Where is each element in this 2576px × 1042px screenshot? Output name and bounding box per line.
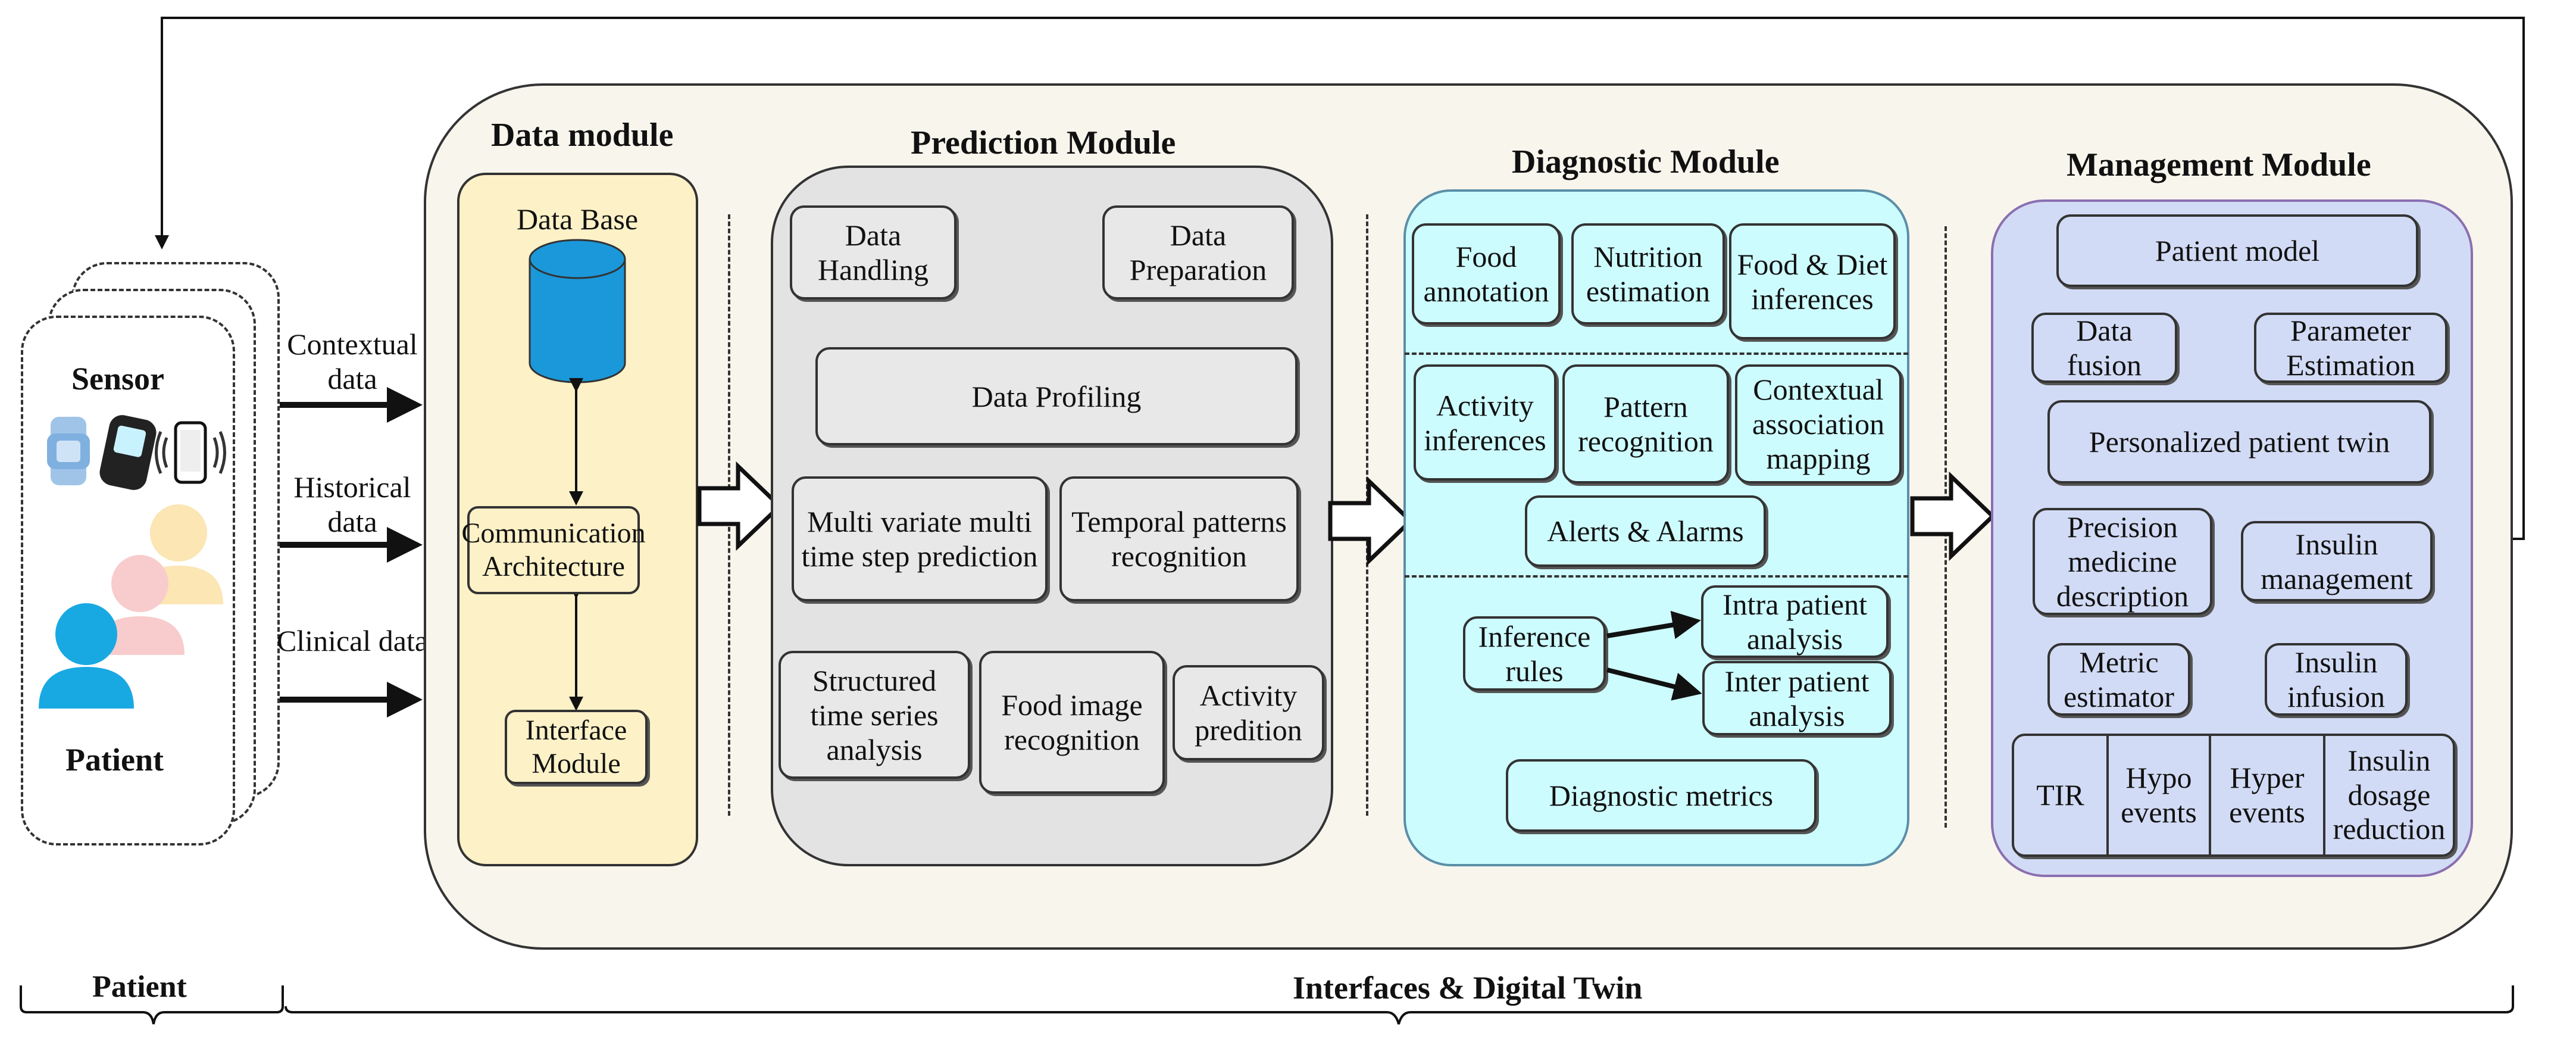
diagnostic-metrics-box: Diagnostic metrics: [1506, 759, 1817, 832]
glucose-meter-icon: [99, 415, 157, 490]
communication-architecture-box: Communication Architecture: [461, 506, 646, 594]
metric-estimator-box: Metric estimator: [2047, 643, 2190, 716]
contextual-data-label: Contextual data: [287, 327, 418, 395]
inference-rules-box: Inference rules: [1463, 616, 1606, 691]
database-icon: [529, 239, 626, 383]
patient-label: Patient: [65, 742, 164, 778]
activity-prediction-box: Activity predition: [1173, 665, 1324, 760]
insulin-dosage-reduction-cell: Insulin dosage reduction: [2333, 744, 2446, 846]
precision-medicine-box: Precision medicine description: [2033, 508, 2212, 615]
food-diet-inferences-box: Food & Diet inferences: [1729, 223, 1896, 339]
diagnostic-module-title: Diagnostic Module: [1512, 143, 1780, 180]
footer-interfaces-label: Interfaces & Digital Twin: [1293, 970, 1643, 1006]
prediction-module-title: Prediction Module: [911, 124, 1176, 161]
food-image-recognition-box: Food image recognition: [979, 651, 1165, 794]
patient-brace: [20, 985, 284, 1025]
activity-inferences-box: Activity inferences: [1414, 364, 1556, 481]
diagnostic-divider-2: [1405, 575, 1908, 578]
sensor-label: Sensor: [71, 361, 165, 397]
patient-model-box: Patient model: [2056, 214, 2418, 287]
footer-patient-label: Patient: [92, 970, 187, 1004]
interface-module-box: Interface Module: [505, 710, 648, 784]
data-module-title: Data module: [491, 117, 674, 154]
inter-patient-analysis-box: Inter patient analysis: [1702, 661, 1892, 735]
database-label: Data Base: [516, 202, 639, 236]
data-profiling-box: Data Profiling: [815, 347, 1298, 445]
contextual-association-box: Contextual association mapping: [1735, 364, 1902, 483]
insulin-management-box: Insulin management: [2241, 521, 2433, 601]
insulin-infusion-box: Insulin infusion: [2265, 643, 2408, 716]
nutrition-estimation-box: Nutrition estimation: [1571, 223, 1725, 325]
person-icon-middle: [95, 555, 185, 655]
food-annotation-box: Food annotation: [1412, 223, 1561, 325]
data-preparation-box: Data Preparation: [1102, 205, 1294, 300]
intra-patient-analysis-box: Intra patient analysis: [1701, 585, 1889, 658]
multivariate-prediction-box: Multi variate multi time step prediction: [792, 476, 1048, 601]
clinical-data-label: Clinical data: [276, 624, 429, 657]
hollow-arrow-2: [1328, 476, 1414, 566]
structured-time-series-box: Structured time series analysis: [779, 651, 970, 779]
parameter-estimation-box: Parameter Estimation: [2254, 313, 2447, 383]
pattern-recognition-box: Pattern recognition: [1562, 364, 1729, 483]
patients-people-icon: [39, 504, 223, 709]
diagnostic-divider-1: [1405, 352, 1908, 355]
historical-data-label: Historical data: [293, 470, 411, 538]
phone-signal-icon: [155, 421, 226, 484]
data-fusion-box: Data fusion: [2031, 313, 2177, 383]
management-module-title: Management Module: [2067, 146, 2371, 183]
tir-cell: TIR: [2014, 736, 2109, 854]
sensor-devices-icon: [47, 415, 226, 490]
data-handling-box: Data Handling: [790, 205, 956, 300]
personalized-patient-twin-box: Personalized patient twin: [2047, 400, 2431, 483]
interfaces-brace: [285, 985, 2514, 1025]
temporal-patterns-box: Temporal patterns recognition: [1059, 476, 1299, 601]
person-icon-front: [39, 603, 134, 709]
hyper-events-cell: Hyper events: [2211, 736, 2325, 854]
hollow-arrow-1: [697, 461, 783, 551]
metrics-table: TIR Hypo events Hyper events Insulin dos…: [2012, 734, 2455, 857]
hypo-events-cell: Hypo events: [2109, 736, 2211, 854]
hollow-arrow-3: [1910, 472, 1996, 561]
alerts-alarms-box: Alerts & Alarms: [1525, 495, 1766, 567]
